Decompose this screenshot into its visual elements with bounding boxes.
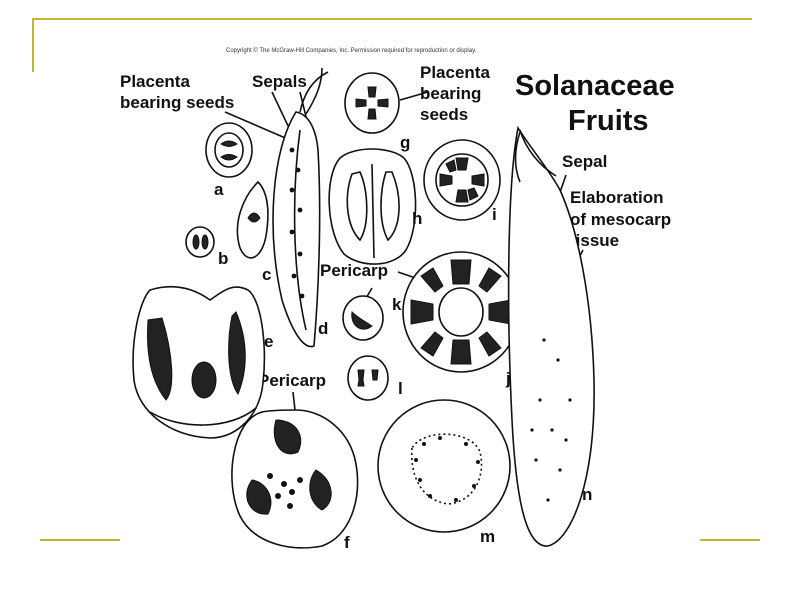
fruit-n-eggplant <box>507 125 595 547</box>
left-rule <box>32 18 34 72</box>
letter-c: c <box>262 265 271 284</box>
label-sepal: Sepal <box>562 152 607 171</box>
label-elaboration-1: Elaboration <box>570 188 664 207</box>
bottom-left-rule <box>40 539 120 541</box>
letter-n: n <box>582 485 592 504</box>
letter-a: a <box>214 180 224 199</box>
label-pericarp-low: Pericarp <box>258 371 326 390</box>
fruit-b <box>185 226 215 258</box>
letter-i: i <box>492 205 497 224</box>
letter-l: l <box>398 379 403 398</box>
letter-j: j <box>505 369 511 388</box>
letter-b: b <box>218 249 228 268</box>
label-placenta-right-3: seeds <box>420 105 468 124</box>
fruit-f <box>231 409 359 549</box>
label-pericarp-mid: Pericarp <box>320 261 388 280</box>
letter-e: e <box>264 332 273 351</box>
letter-f: f <box>344 533 350 552</box>
fruit-i <box>423 139 501 221</box>
letter-m: m <box>480 527 495 546</box>
label-placenta-right-1: Placenta <box>420 63 490 82</box>
letter-g: g <box>400 133 410 152</box>
bottom-right-rule <box>700 539 760 541</box>
top-rule <box>32 18 752 20</box>
fruit-g <box>344 72 400 134</box>
fruit-k <box>342 295 384 341</box>
figure-title-line2: Fruits <box>568 105 649 137</box>
fruit-d-pepper <box>272 67 329 348</box>
label-elaboration-3: tissue <box>570 231 619 250</box>
fruit-l <box>347 355 389 401</box>
label-placenta-left-1: Placenta <box>120 72 190 91</box>
fruit-e-bell-pepper <box>132 286 266 439</box>
fruit-h <box>328 148 417 265</box>
letter-k: k <box>392 295 402 314</box>
letter-h: h <box>412 209 422 228</box>
fruit-a <box>205 122 253 178</box>
figure-title-line1: Solanaceae <box>515 70 675 102</box>
letter-d: d <box>318 319 328 338</box>
label-placenta-right-2: bearing <box>420 84 481 103</box>
fruit-m-eggplant-section <box>377 399 511 533</box>
copyright-notice: Copyright © The McGraw-Hill Companies, I… <box>226 47 477 54</box>
label-elaboration-2: of mesocarp <box>570 210 671 229</box>
label-placenta-left-2: bearing seeds <box>120 93 234 112</box>
fruit-j-tomato <box>402 251 520 373</box>
label-sepals: Sepals <box>252 72 307 91</box>
letter-labels: a b c d e f g h i j k l m n <box>214 133 592 552</box>
fruit-c <box>236 180 269 259</box>
